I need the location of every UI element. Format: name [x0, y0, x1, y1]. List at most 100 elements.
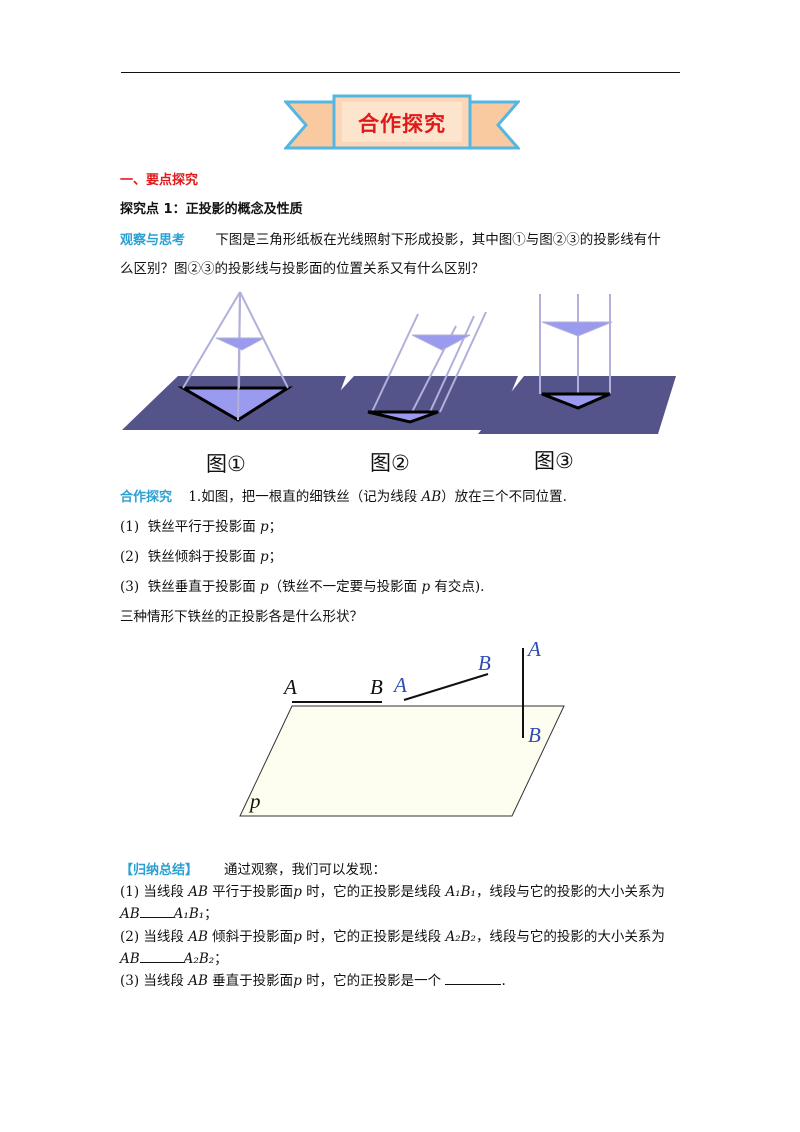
s5-p: p: [293, 973, 302, 989]
s3-b: 倾斜于投影面: [207, 929, 294, 945]
label-p: p: [248, 789, 261, 813]
figure-2-ray-3: [429, 315, 475, 413]
figure-1-ray-bottom: [237, 291, 241, 421]
banner-inner: [342, 102, 462, 142]
s5-ab: AB: [188, 973, 208, 989]
label-b3: B: [528, 723, 541, 747]
s1-a: (1) 当线段: [120, 884, 189, 900]
item-3-tail: （铁丝不一定要与投影面: [268, 579, 422, 595]
item-1-text: 铁丝平行于投影面: [147, 519, 261, 535]
s4-end: ；: [214, 951, 228, 967]
s4-seg: A₂B₂: [183, 951, 215, 967]
s3-c: 时，它的正投影是线段: [301, 929, 446, 945]
section-banner: [284, 94, 520, 150]
item-3-var2: p: [421, 579, 431, 595]
item-3-var: p: [260, 579, 269, 595]
s4-ab: AB: [120, 951, 140, 967]
figure-3-triangle: [541, 321, 613, 337]
item-2-text: 铁丝倾斜于投影面: [147, 549, 261, 565]
figure-2-caption: 图②: [370, 451, 410, 475]
cooperate-item-2: (2) 铁丝倾斜于投影面 p；: [120, 548, 282, 566]
cooperate-item-3: (3) 铁丝垂直于投影面 p（铁丝不一定要与投影面 p 有交点).: [120, 578, 484, 596]
figure-1-caption: 图①: [206, 452, 246, 476]
summary-line-5: (3) 当线段 AB 垂直于投影面p 时，它的正投影是一个 .: [120, 972, 506, 990]
figure-3-shadow-triangle: [541, 392, 611, 410]
figure-2-plane: [304, 376, 518, 430]
observe-text-2: 么区别？图②③的投影线与投影面的位置关系又有什么区别？: [120, 261, 485, 277]
s5-blank[interactable]: [445, 972, 502, 985]
label-b1: B: [370, 675, 383, 699]
figure-2-ray-4: [439, 311, 487, 413]
item-2-num: (2): [120, 549, 140, 565]
figure-1: [122, 291, 346, 430]
observe-label: 观察与思考: [120, 233, 186, 248]
banner-title: 合作探究: [358, 112, 446, 136]
summary-intro: 通过观察，我们可以发现：: [224, 862, 387, 878]
s5-end: .: [501, 973, 506, 989]
s5-c: 时，它的正投影是一个: [301, 973, 446, 989]
item-2-var: p: [260, 549, 269, 565]
figure-1-triangle: [215, 337, 265, 351]
summary-label: 【归纳总结】: [120, 863, 199, 878]
figure-3: [478, 294, 676, 434]
s2-seg: A₁B₁: [173, 906, 205, 922]
item-1-tail: ；: [268, 519, 283, 535]
s3-p: p: [293, 929, 302, 945]
figure-2-shadow-triangle: [367, 410, 439, 424]
figure-2-ray-1: [371, 313, 419, 413]
observe-line-1: 观察与思考 下图是三角形纸板在光线照射下形成投影，其中图①与图②③的投影线有什: [120, 231, 661, 250]
summary-line-2: AB A₁B₁；: [120, 905, 218, 923]
item-3-num: (3): [120, 579, 140, 595]
s5-a: (3) 当线段: [120, 973, 189, 989]
s1-d: ，线段与它的投影的大小关系为: [475, 884, 665, 900]
s1-p: p: [293, 884, 302, 900]
s2-ab: AB: [120, 906, 140, 922]
summary-line-3: (2) 当线段 AB 倾斜于投影面p 时，它的正投影是线段 A₂B₂，线段与它的…: [120, 928, 665, 946]
cooperate-intro-text: 1.如图，把一根直的细铁丝（记为线段: [188, 489, 422, 505]
s1-b: 平行于投影面: [207, 884, 294, 900]
item-3-text: 铁丝垂直于投影面: [147, 579, 261, 595]
figure-1-ray-left: [182, 291, 241, 389]
summary-intro-line: 【归纳总结】 通过观察，我们可以发现：: [120, 861, 386, 880]
observe-text-1: 下图是三角形纸板在光线照射下形成投影，其中图①与图②③的投影线有什: [215, 232, 661, 248]
figure-2: [304, 311, 518, 430]
cooperate-intro: 合作探究 1.如图，把一根直的细铁丝（记为线段 AB）放在三个不同位置.: [120, 488, 567, 507]
label-a2: A: [392, 673, 407, 697]
s3-ab: AB: [188, 929, 208, 945]
s1-c: 时，它的正投影是线段: [301, 884, 446, 900]
cooperate-intro-tail: ）放在三个不同位置.: [441, 489, 567, 505]
s3-a: (2) 当线段: [120, 929, 189, 945]
item-2-tail: ；: [268, 549, 283, 565]
summary-line-1: (1) 当线段 AB 平行于投影面p 时，它的正投影是线段 A₁B₁，线段与它的…: [120, 883, 665, 901]
figure-3-caption: 图③: [534, 449, 574, 473]
s3-d: ，线段与它的投影的大小关系为: [475, 929, 665, 945]
s3-seg: A₂B₂: [445, 929, 476, 945]
s5-b: 垂直于投影面: [207, 973, 294, 989]
label-a1: A: [282, 675, 297, 699]
wire-oblique: [403, 673, 489, 701]
wire-figure: A B A B A B p: [239, 637, 565, 817]
item-3-tail2: 有交点).: [430, 579, 485, 595]
cooperate-label: 合作探究: [120, 490, 173, 505]
s1-seg: A₁B₁: [445, 884, 476, 900]
s4-blank[interactable]: [139, 950, 184, 963]
label-b2: B: [478, 651, 491, 675]
cooperate-intro-ab: AB: [421, 489, 442, 505]
item-1-num: (1): [120, 519, 140, 535]
s2-end: ；: [204, 906, 218, 922]
label-a3: A: [526, 637, 541, 661]
figure-2-triangle: [411, 334, 471, 351]
figure-1-shadow-triangle: [177, 386, 294, 422]
projection-plane-p: [239, 705, 565, 817]
header-rule: [121, 72, 680, 73]
item-1-var: p: [260, 519, 269, 535]
subsection-heading: 探究点 1：正投影的概念及性质: [120, 202, 303, 217]
summary-line-4: AB A₂B₂；: [120, 950, 228, 968]
s1-ab: AB: [188, 884, 208, 900]
cooperate-question: 三种情形下铁丝的正投影各是什么形状？: [120, 609, 363, 625]
cooperate-item-1: (1) 铁丝平行于投影面 p；: [120, 518, 282, 536]
s2-blank[interactable]: [139, 905, 174, 918]
projection-figures: [122, 291, 676, 434]
section-heading: 一、要点探究: [120, 173, 199, 188]
figure-1-ray-right: [239, 291, 289, 389]
